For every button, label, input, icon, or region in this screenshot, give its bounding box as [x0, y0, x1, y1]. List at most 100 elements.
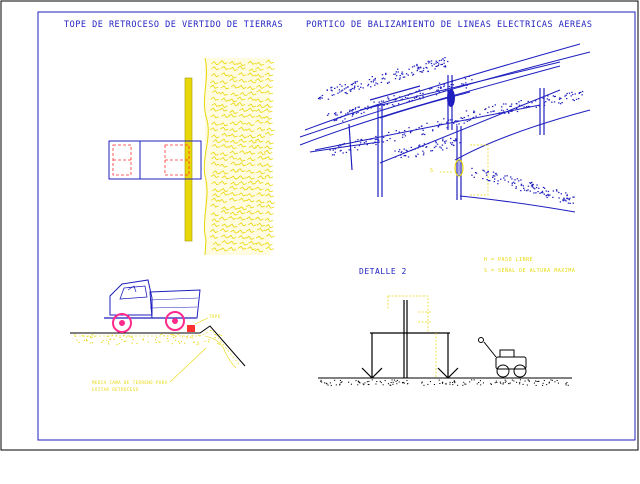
slope-dot	[487, 180, 490, 182]
slope-dot	[482, 178, 484, 180]
slope-dot	[333, 154, 335, 156]
slope-dot	[412, 74, 414, 76]
slope-dot	[342, 120, 344, 122]
slope-dot	[536, 184, 538, 186]
slope-dot	[354, 107, 357, 109]
soil-dot	[108, 341, 110, 343]
slope-dot	[379, 108, 381, 110]
slope-dot	[566, 197, 568, 200]
detail-soil-dot	[402, 382, 404, 384]
slope-dot	[505, 103, 507, 105]
slope-dot	[531, 181, 533, 183]
slope-dot	[418, 127, 420, 129]
slope-dot	[381, 78, 383, 80]
slope-dot	[510, 176, 512, 178]
slope-dot	[572, 93, 574, 96]
slope-dot	[518, 101, 520, 103]
detail-soil-dot	[364, 382, 366, 384]
slope-dot	[375, 135, 377, 138]
slope-dot	[473, 112, 475, 114]
slope-dot	[346, 93, 348, 95]
slope-dot	[411, 93, 413, 95]
slope-dot	[492, 105, 494, 108]
slope-dot	[450, 84, 452, 86]
slope-dot	[330, 89, 332, 91]
slope-dot	[502, 103, 505, 105]
slope-dot	[543, 104, 546, 106]
soil-dot	[186, 336, 188, 338]
detail-soil-dot	[494, 382, 496, 384]
slope-dot	[436, 143, 439, 145]
detail-soil-dot	[502, 383, 504, 385]
slope-dot	[471, 79, 473, 81]
slope-dot	[333, 120, 335, 122]
slope-dot	[406, 150, 408, 152]
slope-dot	[530, 185, 533, 187]
slope-dot	[492, 171, 495, 173]
slope-dot	[500, 178, 502, 180]
detail-soil-dot	[496, 382, 498, 383]
slope-dot	[430, 150, 432, 152]
soil-dot	[116, 344, 118, 345]
detail-soil-dot	[341, 381, 343, 383]
soil-dot	[214, 334, 216, 335]
slope-dot	[404, 155, 407, 157]
soil-dot	[132, 339, 134, 340]
slope-dot	[370, 86, 372, 88]
soil-dot	[85, 338, 88, 340]
slope-dot	[518, 180, 520, 182]
slope-dot	[373, 101, 375, 103]
soil-dot	[197, 341, 199, 343]
soil-dot	[76, 339, 78, 341]
slope-dot	[426, 146, 428, 148]
detail-soil-dot	[396, 379, 398, 381]
soil-dot	[92, 342, 94, 344]
detail-soil-dot	[453, 380, 455, 382]
slope-dot	[398, 149, 401, 151]
slope-dot	[511, 178, 513, 180]
slope-dot	[419, 146, 421, 148]
slope-dot	[567, 202, 570, 204]
slope-dot	[427, 62, 430, 64]
detail-soil-dot	[566, 382, 568, 384]
slope-dot	[332, 149, 334, 151]
slope-dot	[464, 76, 466, 78]
slope-dot	[560, 193, 562, 195]
detail-soil-dot	[395, 380, 397, 382]
slope-dot	[399, 96, 401, 98]
slope-dot	[356, 149, 359, 151]
slope-dot	[556, 190, 558, 192]
slope-dot	[547, 95, 549, 97]
slope-dot	[352, 82, 354, 84]
slope-dot	[395, 75, 398, 77]
slope-dot	[421, 133, 423, 136]
detail-soil-dot	[393, 379, 395, 381]
slope-dot	[574, 93, 576, 95]
detail-soil-dot	[509, 382, 511, 384]
soil-dot	[172, 334, 174, 335]
detail-soil-dot	[379, 380, 381, 382]
slope-dot	[329, 149, 331, 151]
detail-soil-dot	[565, 384, 567, 386]
detail-soil-dot	[367, 383, 369, 385]
slope-dot	[356, 80, 358, 83]
slope-dot	[350, 149, 352, 151]
slope-dot	[443, 118, 445, 120]
slope-dot	[473, 111, 476, 113]
slope-dot	[344, 92, 346, 94]
slope-dot	[433, 63, 435, 65]
slope-dot	[350, 88, 352, 91]
detail-soil-dot	[542, 382, 544, 384]
slope-dot	[397, 68, 399, 70]
slope-dot	[340, 112, 342, 114]
slope-dot	[578, 92, 581, 94]
slope-dot	[393, 105, 395, 107]
slope-dot	[339, 91, 341, 93]
detail-ground	[318, 377, 572, 386]
slope-dot	[572, 202, 574, 204]
slope-dot	[562, 199, 564, 201]
soil-dot	[121, 339, 123, 341]
detail-soil-dot	[441, 381, 443, 383]
slope-dot	[372, 79, 375, 81]
slope-dot	[506, 108, 508, 110]
